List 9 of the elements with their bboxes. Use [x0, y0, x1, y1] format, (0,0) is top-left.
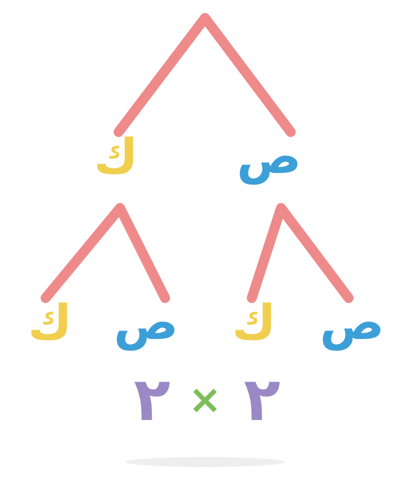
tree-branch	[40, 203, 170, 303]
digit: ٢	[132, 368, 172, 432]
digit: ٢	[242, 368, 282, 432]
letter: ك	[28, 298, 72, 348]
tree-branch	[114, 13, 296, 137]
letter: ك	[232, 298, 276, 348]
letter: ك	[90, 132, 142, 182]
tree-branch	[246, 203, 354, 303]
multiplication-sign: ×	[187, 376, 223, 425]
